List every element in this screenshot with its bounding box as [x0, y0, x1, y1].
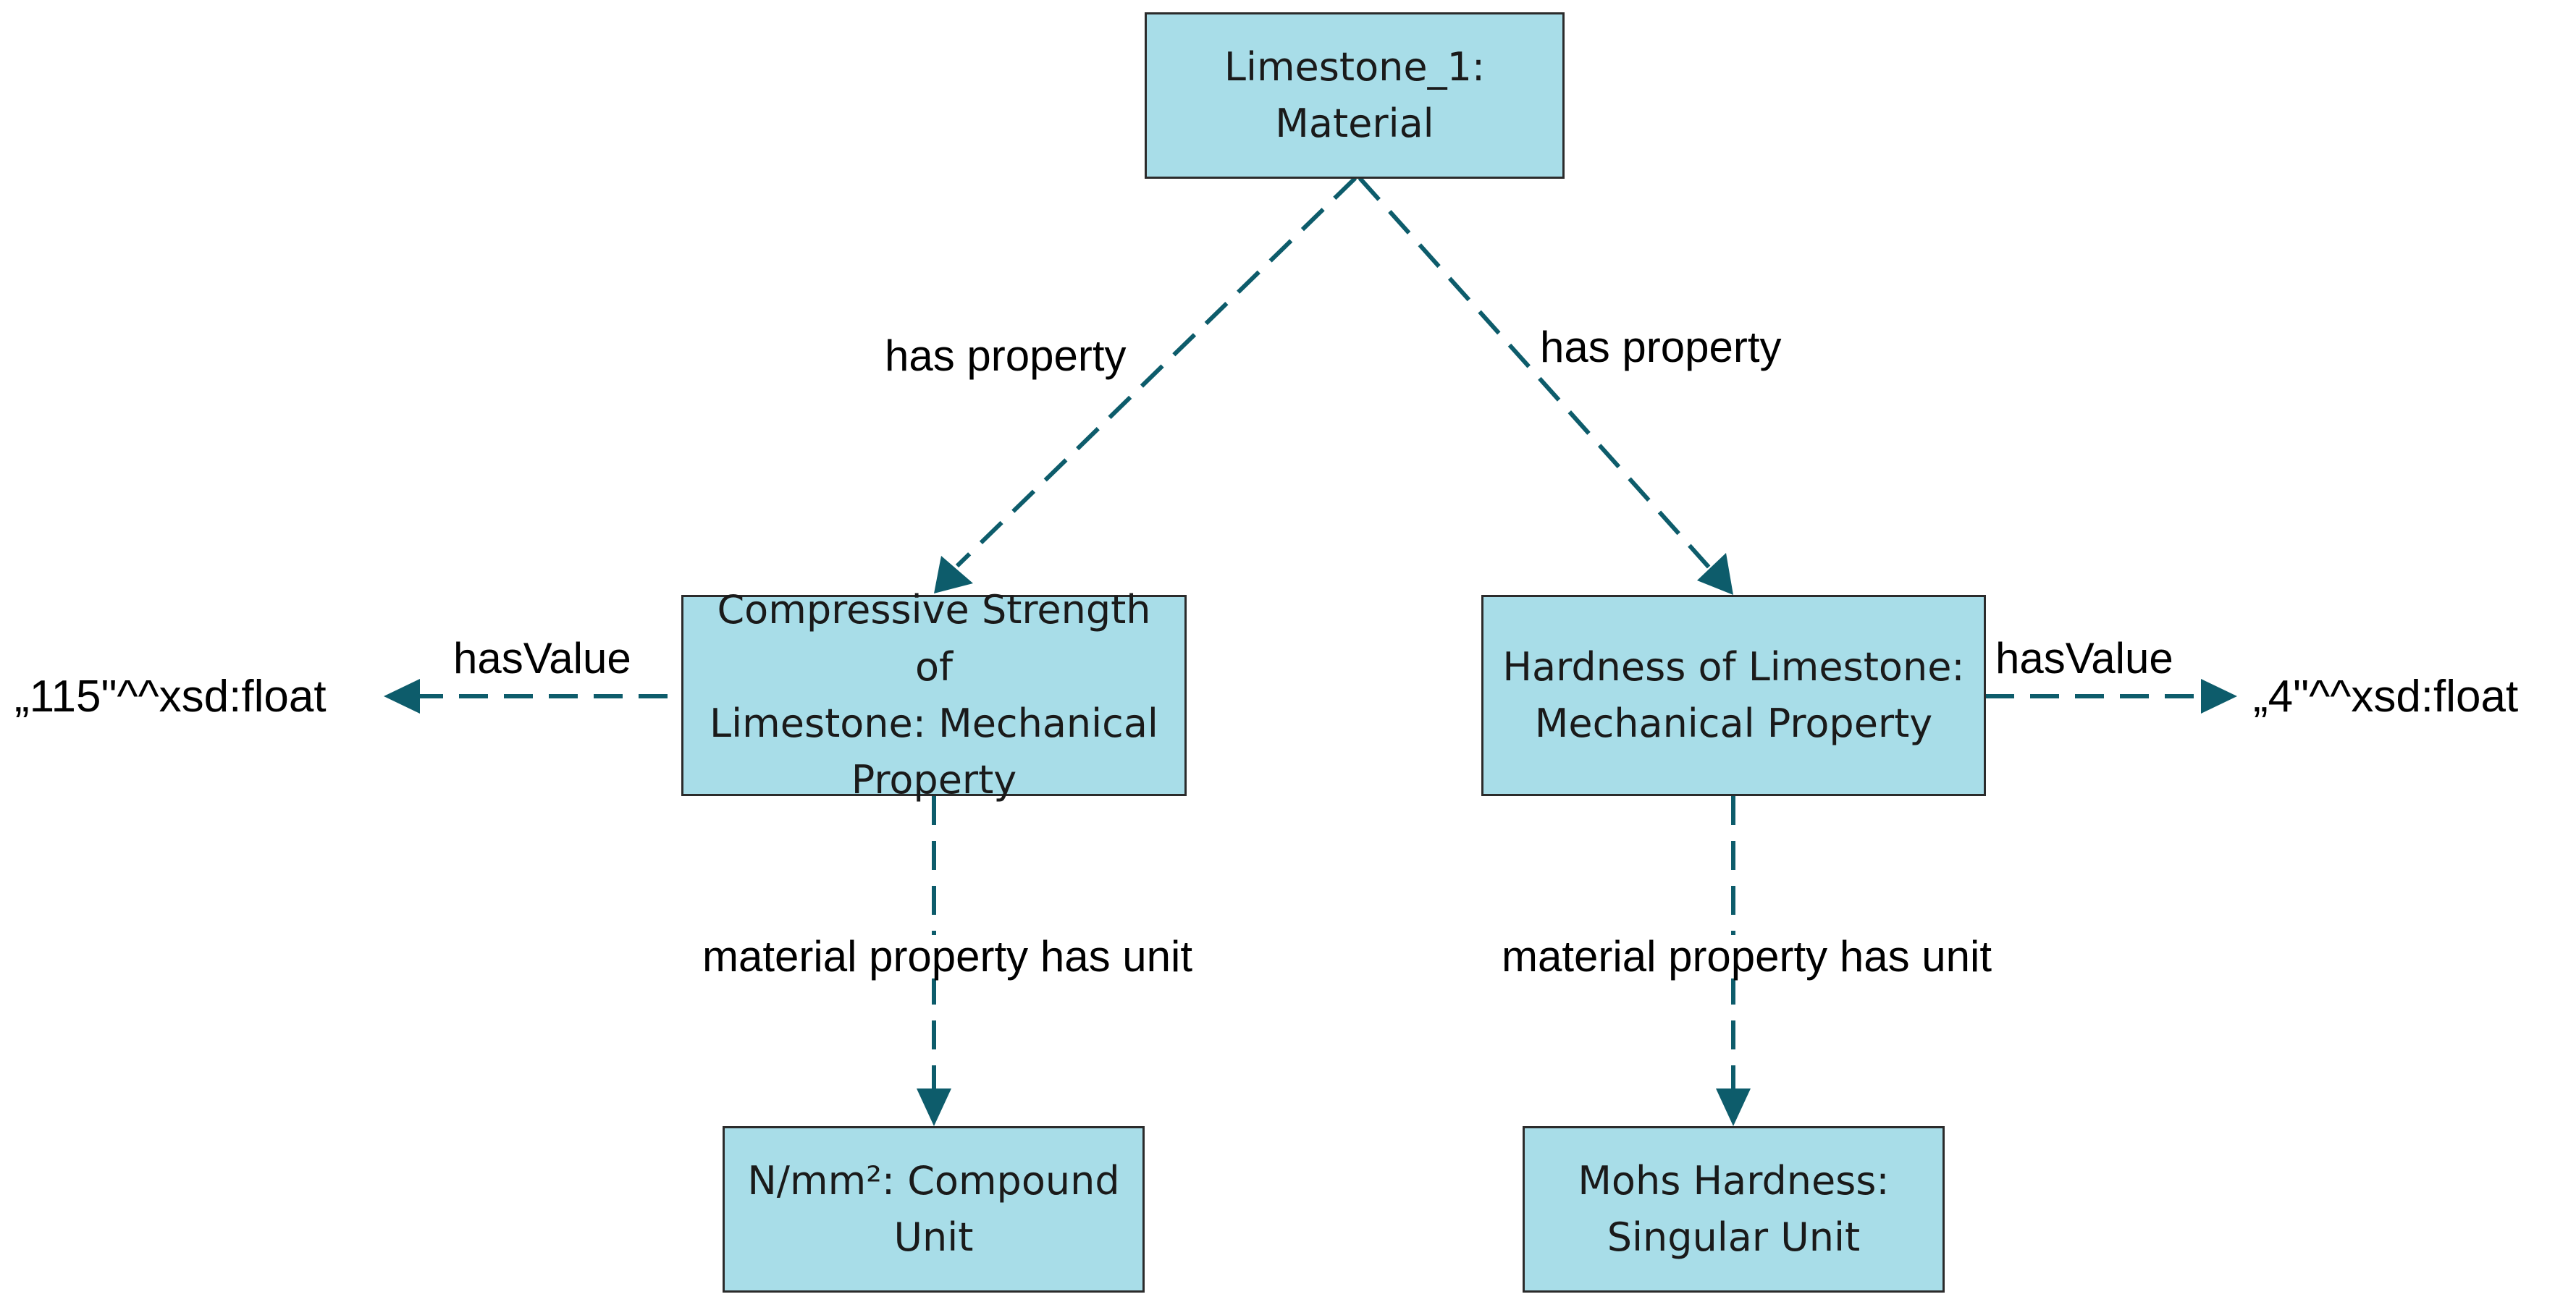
node-line: Limestone_1:: [1224, 43, 1486, 90]
arrowhead-has-value-right: [2201, 679, 2237, 714]
node-singular-unit: Mohs Hardness: Singular Unit: [1523, 1126, 1945, 1293]
node-compound-unit: N/mm²: Compound Unit: [723, 1126, 1145, 1293]
node-line: N/mm²: Compound: [747, 1157, 1120, 1204]
literal-value-left: „115"^^xsd:float: [14, 672, 327, 722]
node-line: Mohs Hardness:: [1578, 1157, 1890, 1204]
edge-label-has-property-right: has property: [1540, 323, 1782, 371]
edge-label-unit-left: material property has unit: [701, 932, 1194, 981]
arrowhead-has-property-left: [934, 556, 973, 593]
edge-label-has-value-right: hasValue: [1995, 634, 2173, 682]
arrowhead-unit-right: [1716, 1088, 1751, 1126]
edge-label-unit-right: material property has unit: [1500, 932, 1993, 981]
node-line: Material: [1275, 101, 1434, 146]
node-hardness: Hardness of Limestone: Mechanical Proper…: [1481, 595, 1986, 796]
arrowhead-has-property-right: [1697, 553, 1733, 595]
arrowhead-unit-left: [917, 1088, 951, 1126]
node-line: Limestone: Mechanical: [710, 701, 1158, 746]
node-line: Unit: [893, 1214, 974, 1260]
node-line: Hardness of Limestone:: [1502, 643, 1965, 690]
node-compressive-strength: Compressive Strength of Limestone: Mecha…: [681, 587, 1187, 803]
literal-value-right: „4"^^xsd:float: [2253, 672, 2519, 722]
edge-has-property-right: [1358, 176, 1715, 574]
node-line: Singular Unit: [1607, 1214, 1861, 1260]
node-limestone-material: Limestone_1: Material: [1145, 12, 1565, 179]
arrowhead-has-value-left: [384, 679, 420, 714]
edge-label-has-property-left: has property: [885, 331, 1127, 380]
edge-has-property-left: [955, 176, 1358, 568]
edge-label-has-value-left: hasValue: [453, 634, 631, 682]
node-line: Property: [851, 757, 1017, 803]
node-line: Mechanical Property: [1534, 701, 1933, 746]
node-line: Compressive Strength of: [717, 587, 1151, 690]
